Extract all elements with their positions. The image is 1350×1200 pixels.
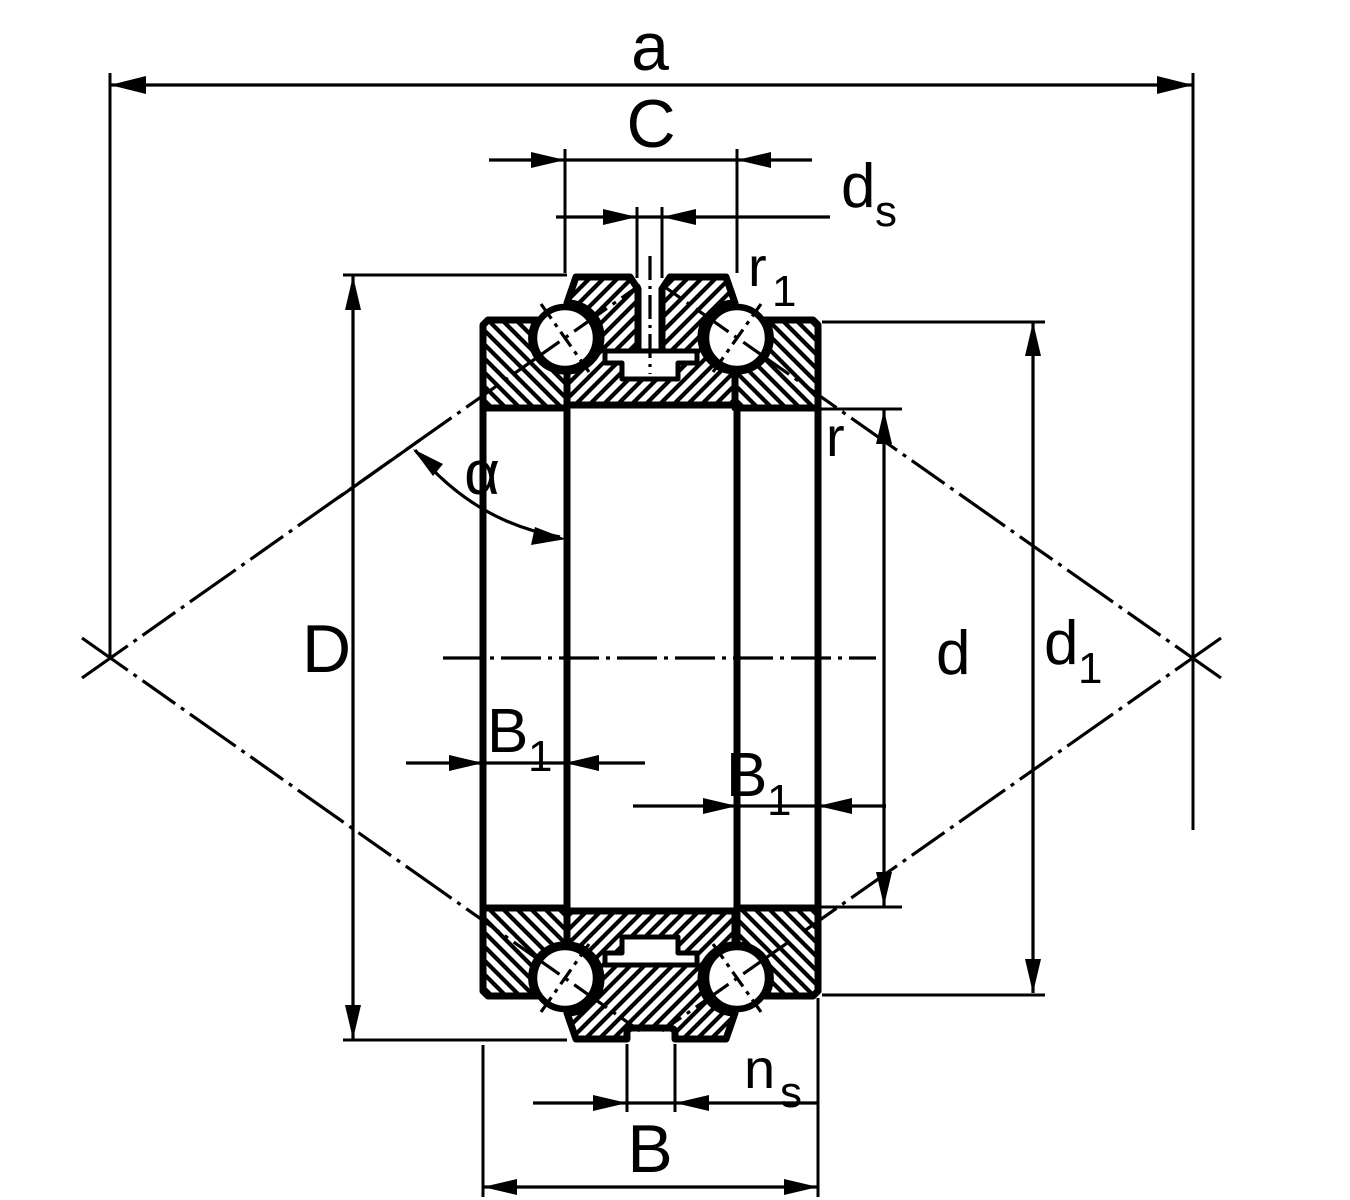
label-ds-sub: s — [875, 187, 897, 236]
arrowhead-ns-right — [675, 1095, 709, 1111]
dimension-ns: n s — [533, 1037, 818, 1117]
dimension-c: C — [489, 86, 812, 273]
ball-diagonal-top-left — [539, 303, 591, 373]
arrowhead-a-left — [110, 76, 146, 94]
contact-line-lower-left — [81, 636, 641, 1033]
arrowhead-ds-right — [662, 209, 696, 225]
arrowhead-ns-left — [593, 1095, 627, 1111]
contact-line-lower-right — [661, 636, 1222, 1033]
arrowhead-b1-left-b — [565, 755, 599, 771]
label-b1-right: B — [726, 741, 767, 810]
arrowhead-alpha-lower — [531, 527, 566, 545]
angle-alpha: α — [337, 438, 566, 545]
label-b1-left: B — [487, 697, 528, 766]
arrowhead-b1-right-b — [818, 798, 852, 814]
ball-diagonal-bottom-right — [711, 943, 763, 1013]
arrowhead-a-right — [1157, 76, 1193, 94]
label-b: B — [627, 1111, 672, 1187]
label-d1: d — [1044, 609, 1078, 678]
label-alpha: α — [464, 439, 500, 508]
arrowhead-d-outer-bottom — [345, 1005, 361, 1039]
cage-bottom-section — [602, 934, 700, 968]
arrowhead-d-outer-top — [345, 276, 361, 310]
dimension-d-outer: D — [302, 273, 567, 1042]
label-ns: n — [744, 1037, 775, 1100]
label-r1-sub: 1 — [772, 267, 796, 316]
label-d1-sub: 1 — [1078, 644, 1102, 693]
bearing-rings — [479, 273, 822, 1043]
arrowhead-d-bore-top — [876, 410, 892, 444]
label-a: a — [631, 9, 669, 85]
ball-diagonal-top-right — [711, 303, 763, 373]
label-ns-sub: s — [780, 1068, 802, 1117]
label-d-bore: d — [936, 619, 970, 688]
ball-diagonal-bottom-left — [539, 943, 591, 1013]
label-c: C — [626, 86, 675, 162]
dimension-d1: d 1 — [822, 320, 1102, 997]
arrowhead-b-right — [784, 1179, 818, 1195]
arrowhead-b-left — [483, 1179, 517, 1195]
label-d-outer: D — [302, 611, 351, 687]
dimension-b1-right: B 1 — [633, 741, 886, 825]
arrowhead-c-left — [531, 152, 565, 168]
arrowhead-d1-top — [1025, 322, 1041, 356]
edge-radius-labels: r 1 r — [748, 235, 845, 468]
arrowhead-d1-bottom — [1025, 959, 1041, 993]
arrowhead-b1-right-a — [703, 798, 737, 814]
label-r: r — [826, 405, 845, 468]
dimension-b1-left: B 1 — [406, 697, 645, 781]
arrowhead-alpha-upper — [413, 449, 443, 476]
label-b1-right-sub: 1 — [767, 776, 791, 825]
dimension-ds: d s — [556, 152, 897, 278]
label-b1-left-sub: 1 — [528, 732, 552, 781]
arrowhead-b1-left-a — [449, 755, 483, 771]
label-r1: r — [748, 235, 767, 298]
dimension-d-bore: d — [818, 407, 970, 909]
dimension-b: B — [481, 998, 820, 1197]
arrowhead-d-bore-bottom — [876, 872, 892, 906]
contact-line-upper-right — [661, 283, 1222, 680]
dimension-a: a — [108, 9, 1195, 830]
arrowhead-ds-left — [603, 209, 637, 225]
arrowhead-c-right — [737, 152, 771, 168]
label-ds: d — [841, 152, 875, 221]
